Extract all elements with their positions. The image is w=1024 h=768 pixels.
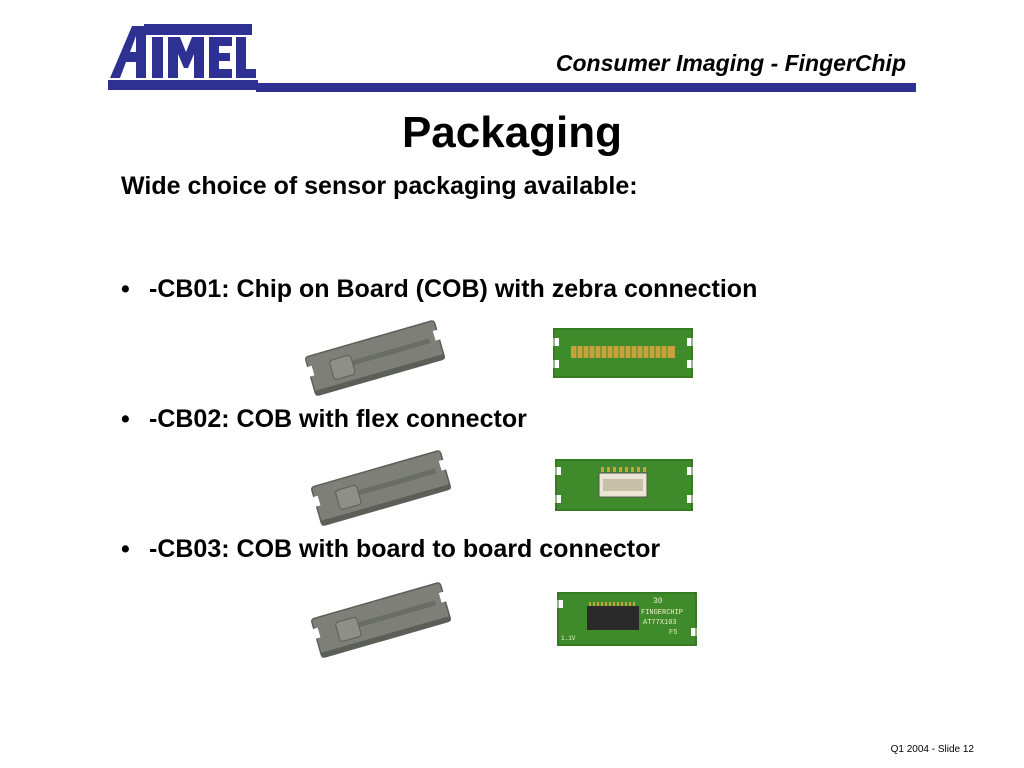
header-rule	[256, 83, 916, 92]
atmel-logo	[108, 20, 258, 92]
pcb-label-fingerchip: FINGERCHIP	[641, 609, 683, 617]
intro-text: Wide choice of sensor packaging availabl…	[121, 172, 638, 200]
bullet-text: -CB02: COB with flex connector	[149, 405, 527, 433]
bullet-cb02: • -CB02: COB with flex connector	[121, 405, 527, 434]
chip-package-image-cb02	[306, 450, 454, 526]
pcb-label-part: AT77X103	[643, 619, 677, 627]
pcb-board-image-cb02	[555, 459, 693, 511]
bullet-text: -CB01: Chip on Board (COB) with zebra co…	[149, 275, 758, 303]
slide-title: Packaging	[401, 108, 623, 157]
pcb-label-30: 30	[653, 597, 663, 606]
chip-package-image-cb03	[306, 582, 454, 658]
bullet-text: -CB03: COB with board to board connector	[149, 535, 661, 563]
bullet-cb01: • -CB01: Chip on Board (COB) with zebra c…	[121, 275, 757, 304]
bullet-marker: •	[121, 535, 130, 563]
slide-footer: Q1 2004 - Slide 12	[890, 744, 974, 755]
chip-package-image-cb01	[300, 320, 448, 396]
pcb-board-image-cb01	[553, 328, 693, 378]
header-title: Consumer Imaging - FingerChip	[555, 50, 906, 76]
pcb-board-image-cb03: 30 FINGERCHIP AT77X103 F5 1.1V	[557, 592, 697, 646]
bullet-cb03: • -CB03: COB with board to board connecto…	[121, 535, 660, 564]
bullet-marker: •	[121, 275, 130, 303]
pcb-label-f5: F5	[669, 629, 677, 637]
pcb-label-voltage: 1.1V	[561, 635, 576, 642]
bullet-marker: •	[121, 405, 130, 433]
